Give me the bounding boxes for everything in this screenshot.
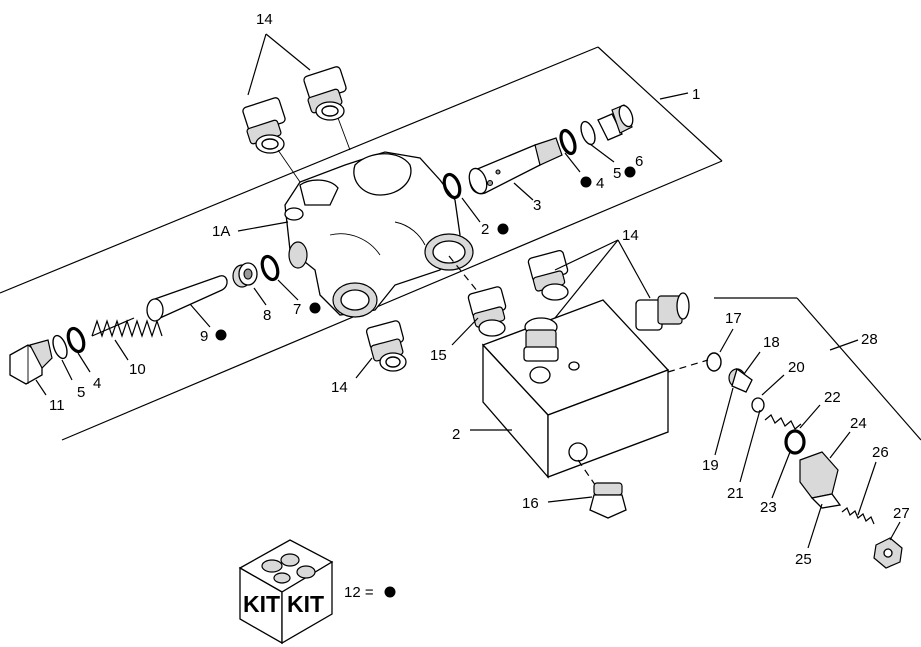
callout-2-block: 2: [452, 426, 460, 443]
plug-11: [9, 339, 53, 385]
callout-14-block: 14: [622, 227, 639, 244]
callout-10: 10: [129, 361, 146, 378]
callout-7: 7: [293, 301, 301, 318]
assembly-outline: [0, 46, 723, 441]
callout-23: 23: [760, 499, 777, 516]
fitting-14-lower: [365, 320, 407, 372]
fitting-14-block-a: [527, 249, 569, 301]
plug-16: [589, 482, 627, 519]
kit-legend-text: 12 =: [344, 584, 374, 601]
spool-3: [468, 137, 563, 195]
fitting-14-right: [303, 66, 347, 121]
callout-4-left: 4: [93, 375, 101, 392]
callout-24: 24: [850, 415, 867, 432]
bullet-9: [215, 329, 227, 341]
callout-1a: 1A: [212, 223, 230, 240]
callout-8: 8: [263, 307, 271, 324]
leader-14-b: [265, 33, 311, 71]
body-24: [799, 451, 842, 509]
oring-4-left: [66, 326, 86, 354]
spring-10: [91, 317, 163, 338]
washer-5-left: [52, 334, 68, 360]
callout-14-top: 14: [256, 11, 273, 28]
callout-6: 6: [635, 153, 643, 170]
oring-17: [706, 352, 722, 372]
washer-5-right: [580, 120, 596, 146]
bullet-4-right: [580, 176, 592, 188]
spring-26: [841, 507, 875, 525]
callout-5-right: 5: [613, 165, 621, 182]
kit-label-left: KIT: [243, 591, 280, 617]
oring-2-upper: [442, 172, 462, 200]
bullet-2-upper: [497, 223, 509, 235]
callout-1: 1: [692, 86, 700, 103]
subassembly-outline: [714, 297, 921, 441]
fitting-14-block-c: [635, 292, 690, 331]
valve-body: [284, 151, 474, 318]
seat-8: [232, 262, 258, 288]
callout-28: 28: [861, 331, 878, 348]
callout-5-left: 5: [77, 384, 85, 401]
nut-27: [873, 537, 903, 569]
poppet-9: [146, 275, 228, 322]
callout-25: 25: [795, 551, 812, 568]
callout-15: 15: [430, 347, 447, 364]
callout-18: 18: [763, 334, 780, 351]
spring-22: [764, 414, 802, 430]
callout-17: 17: [725, 310, 742, 327]
callout-21: 21: [727, 485, 744, 502]
leader-14-a: [247, 33, 267, 96]
callout-16: 16: [522, 495, 539, 512]
callout-20: 20: [788, 359, 805, 376]
fitting-14-block-b: [523, 317, 559, 362]
callout-27: 27: [893, 505, 910, 522]
kit-legend-bullet: [384, 586, 396, 598]
oring-4-right: [559, 128, 577, 156]
callout-26: 26: [872, 444, 889, 461]
kit-label-right: KIT: [287, 591, 324, 617]
callout-9: 9: [200, 328, 208, 345]
kit-box-icon: KIT KIT: [238, 539, 334, 645]
callout-2-upper: 2: [481, 221, 489, 238]
fitting-14-left: [242, 97, 286, 154]
callout-19: 19: [702, 457, 719, 474]
callout-14-lower: 14: [331, 379, 348, 396]
bullet-5-right: [624, 166, 636, 178]
callout-3: 3: [533, 197, 541, 214]
oring-7: [260, 254, 280, 282]
callout-11: 11: [49, 397, 65, 414]
bullet-7: [309, 302, 321, 314]
poppet-18: [728, 367, 753, 393]
fitting-15: [467, 286, 507, 337]
seat-20: [751, 397, 765, 413]
oring-23: [784, 429, 806, 455]
callout-4-right: 4: [596, 175, 604, 192]
plug-6: [597, 104, 634, 141]
leader-1a: [237, 221, 289, 232]
callout-22: 22: [824, 389, 841, 406]
